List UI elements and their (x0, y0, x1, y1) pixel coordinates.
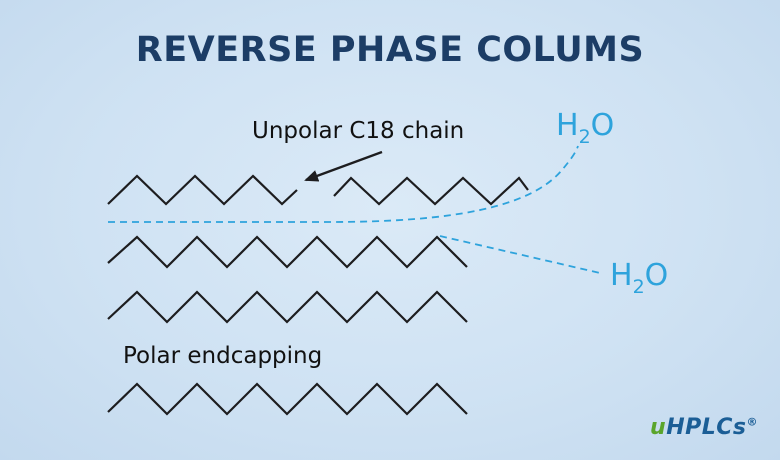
c18-chain-top-left (107, 174, 298, 206)
c18-chain-row-3 (107, 290, 468, 324)
registered-mark: ® (746, 415, 758, 429)
water-flow-lower (439, 235, 601, 274)
label-arrow (304, 150, 383, 182)
brand-logo-text: HPLCs (666, 415, 747, 440)
water-label-lower: H2O (610, 258, 668, 298)
endcapping-chain (107, 382, 468, 416)
brand-logo: uHPLCs® (650, 415, 758, 440)
c18-chain-label: Unpolar C18 chain (252, 118, 464, 144)
water-flow-upper (108, 145, 579, 223)
water-label-upper: H2O (556, 108, 614, 148)
brand-logo-u: u (650, 415, 667, 440)
c18-chain-top-right (333, 176, 529, 206)
c18-chain-row-2 (107, 235, 468, 269)
diagram-title: REVERSE PHASE COLUMS (135, 30, 645, 70)
endcapping-label: Polar endcapping (123, 343, 322, 369)
